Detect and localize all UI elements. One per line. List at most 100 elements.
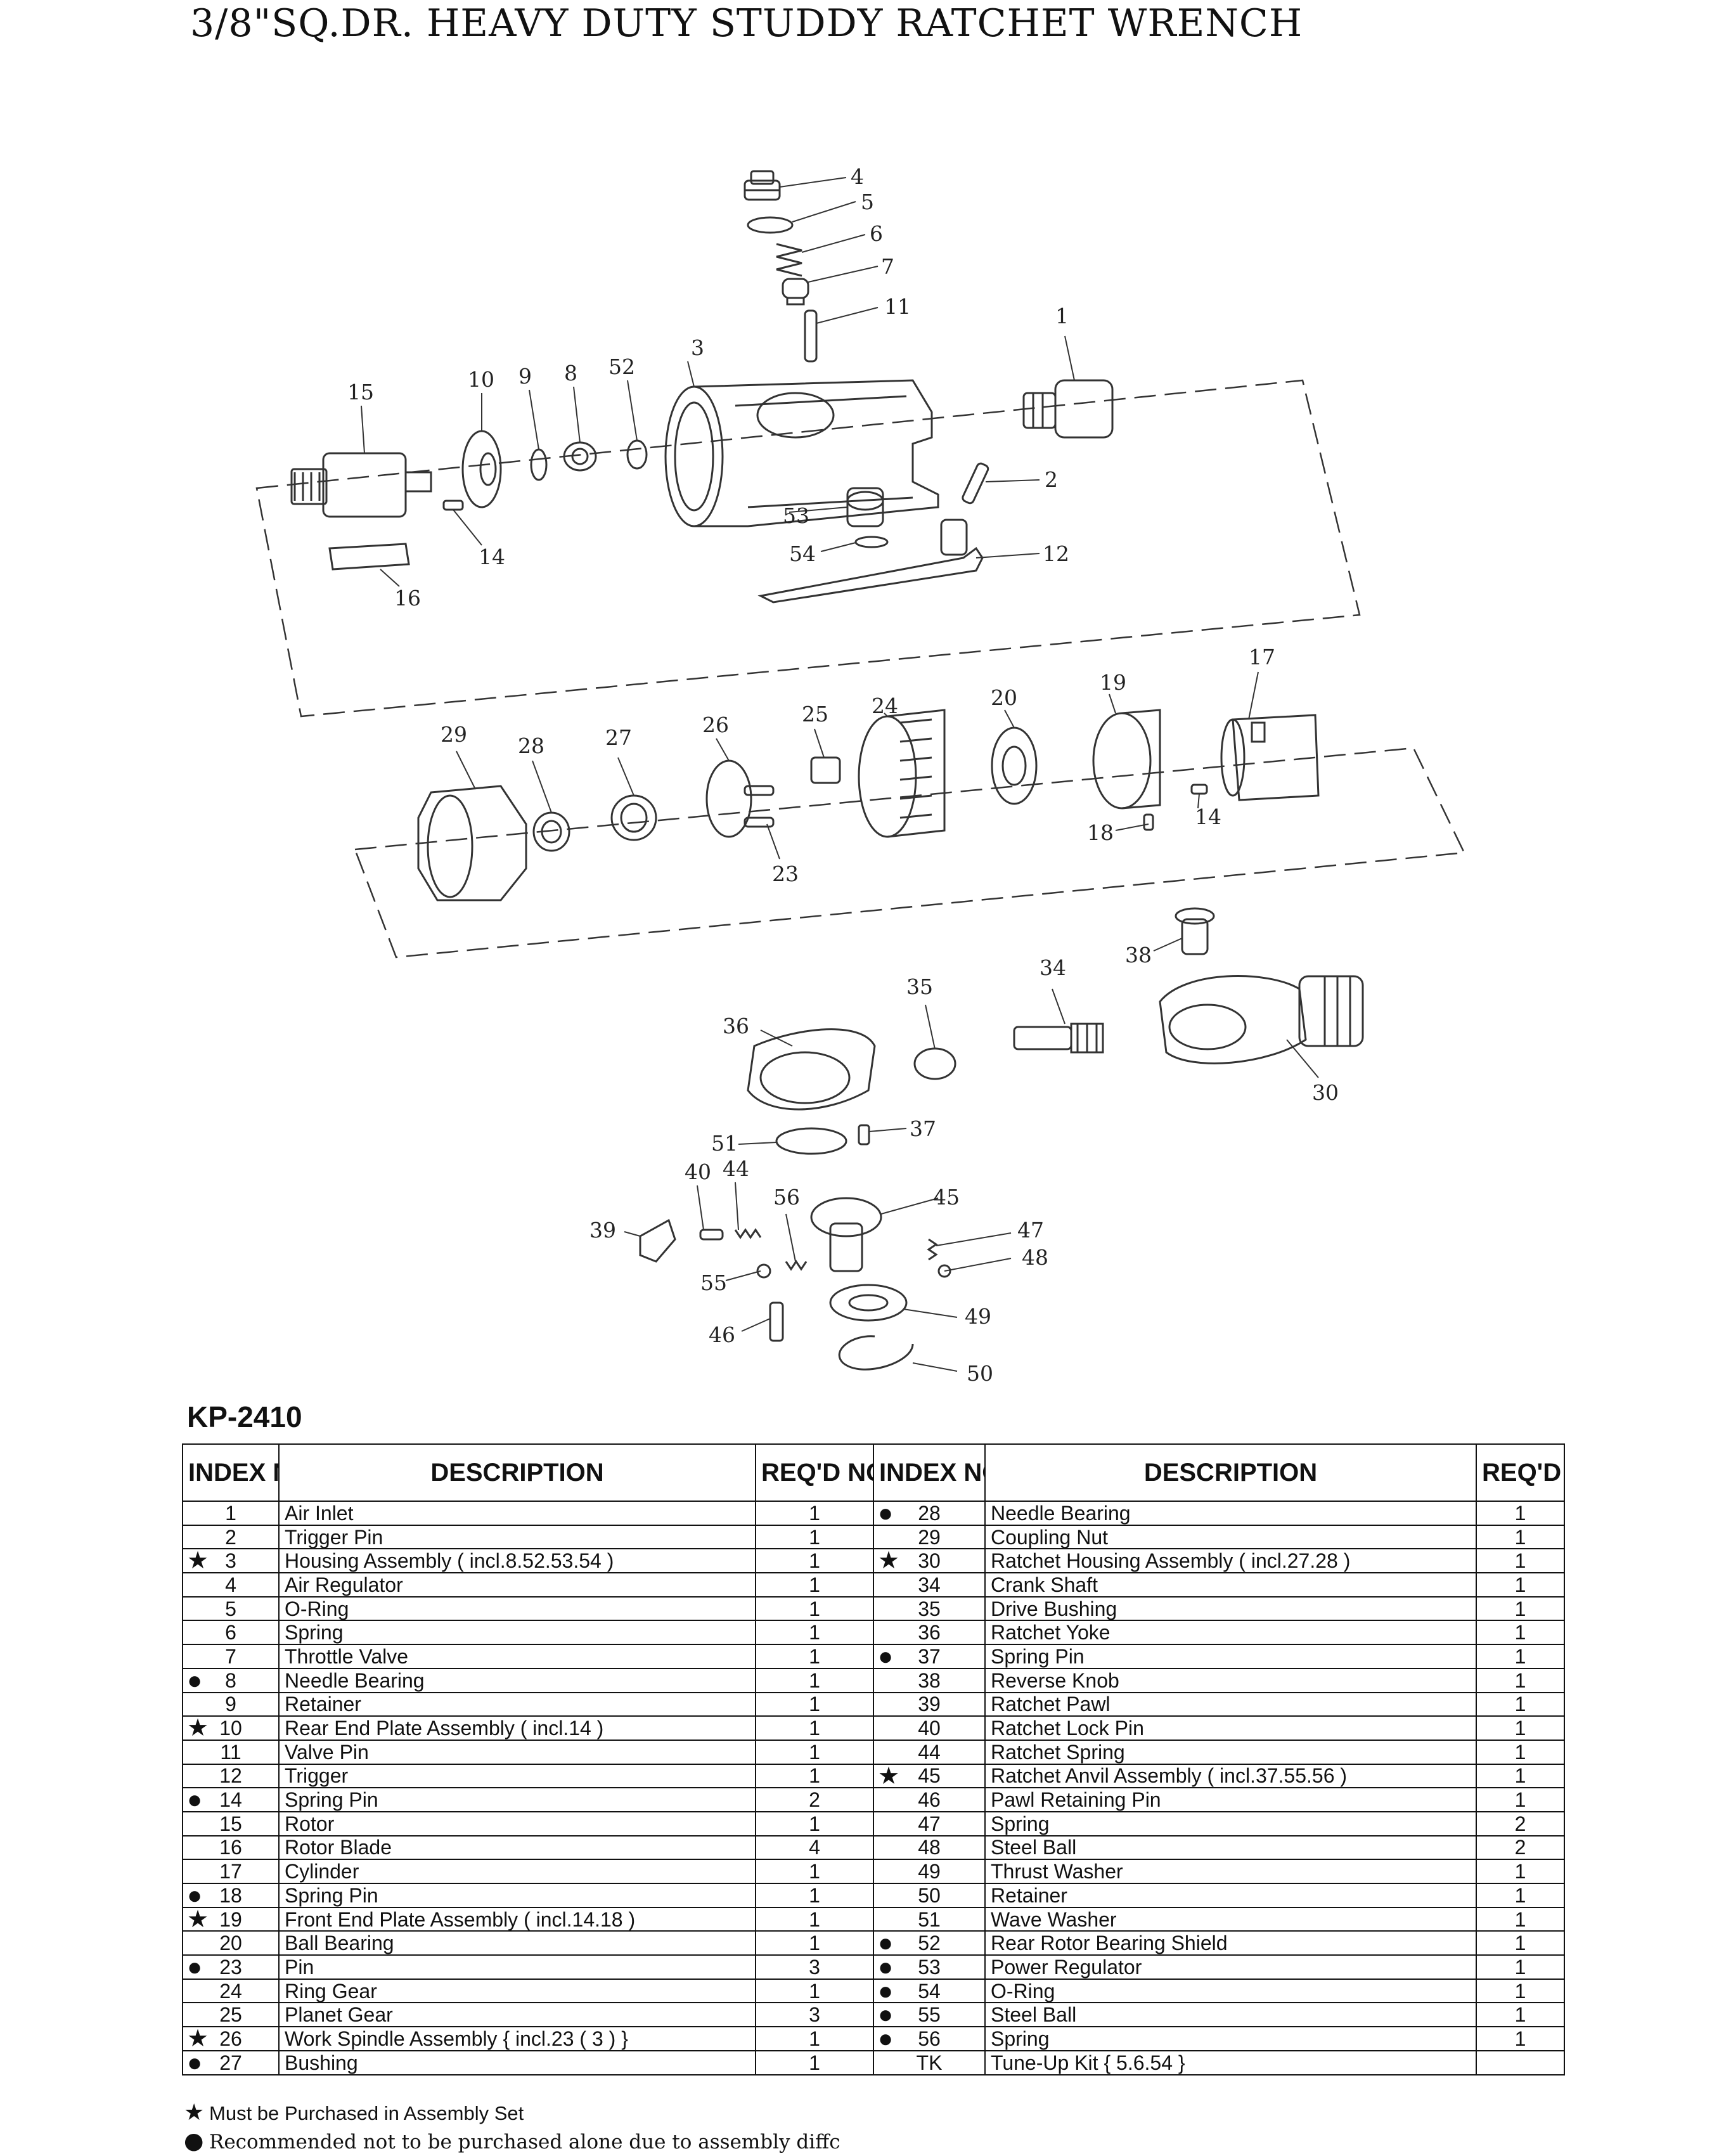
index-cell-left: ●27 (182, 2049, 280, 2075)
qty-cell-right: 1 (1476, 1978, 1565, 2004)
callout-9: 9 (518, 364, 532, 389)
part-throttle-valve (782, 278, 809, 306)
description-cell-right: Pawl Retaining Pin (984, 1787, 1477, 1812)
description-cell-left: Spring (278, 1620, 756, 1646)
part-bushing-27 (610, 794, 657, 841)
header-reqd-left: REQ'D NO. (755, 1443, 874, 1502)
dot-icon: ● (878, 1644, 894, 1669)
part-ratchet-housing (1159, 975, 1364, 1064)
callout-51: 51 (711, 1131, 738, 1156)
callout-2: 2 (1045, 467, 1058, 492)
part-planet-gear (810, 756, 841, 784)
qty-cell-right: 1 (1476, 1548, 1565, 1574)
qty-cell-right: 1 (1476, 1596, 1565, 1622)
description-cell-left: Retainer (278, 1691, 756, 1717)
callout-56: 56 (773, 1185, 800, 1210)
qty-cell-left: 1 (755, 1715, 874, 1741)
description-cell-right: Crank Shaft (984, 1572, 1477, 1598)
index-cell-left: 2 (182, 1524, 280, 1550)
qty-cell-left: 1 (755, 2049, 874, 2075)
callout-17: 17 (1249, 645, 1275, 669)
part-ratchet-pawl (639, 1218, 676, 1263)
qty-cell-left: 1 (755, 1930, 874, 1956)
description-cell-left: Pin (278, 1954, 756, 1980)
qty-cell-right: 1 (1476, 1763, 1565, 1789)
description-cell-left: Bushing (278, 2049, 756, 2075)
description-cell-left: Front End Plate Assembly ( incl.14.18 ) (278, 1906, 756, 1932)
dot-note: ●Recommended not to be purchased alone d… (184, 2128, 840, 2154)
qty-cell-right: 1 (1476, 1859, 1565, 1884)
description-cell-right: Spring (984, 2026, 1477, 2051)
dot-icon: ● (878, 2027, 894, 2051)
part-spring-56 (785, 1260, 808, 1271)
callout-55: 55 (700, 1270, 727, 1295)
qty-cell-right: 1 (1476, 1572, 1565, 1598)
part-air-regulator (744, 170, 781, 201)
qty-cell-right: 1 (1476, 1954, 1565, 1980)
index-cell-right: 36 (873, 1620, 986, 1646)
description-cell-left: Housing Assembly ( incl.8.52.53.54 ) (278, 1548, 756, 1574)
part-ratchet-yoke (747, 1028, 876, 1111)
dot-icon: ● (187, 1788, 203, 1812)
description-cell-left: Rotor (278, 1811, 756, 1836)
qty-cell-left: 3 (755, 2002, 874, 2028)
qty-cell-right: 1 (1476, 2026, 1565, 2051)
group-box-housing (255, 379, 1361, 718)
callout-39: 39 (589, 1218, 616, 1243)
part-housing (664, 379, 939, 527)
index-cell-left: 6 (182, 1620, 280, 1646)
part-spring-pin-14b (1190, 784, 1208, 795)
callout-3: 3 (691, 335, 704, 360)
index-cell-left: ★10 (182, 1715, 280, 1741)
callout-34: 34 (1040, 955, 1066, 980)
part-retainer-50 (838, 1335, 914, 1371)
index-cell-left: 24 (182, 1978, 280, 2004)
qty-cell-right: 1 (1476, 1883, 1565, 1908)
index-cell-right: ●52 (873, 1930, 986, 1956)
callout-53: 53 (783, 503, 809, 528)
qty-cell-right (1476, 2049, 1565, 2075)
description-cell-right: O-Ring (984, 1978, 1477, 2004)
callout-14-bottom: 14 (1195, 804, 1221, 829)
part-spring-pin-14a (442, 500, 464, 511)
description-cell-left: Needle Bearing (278, 1667, 756, 1693)
part-spring (776, 243, 802, 277)
callout-8: 8 (564, 361, 577, 385)
part-rear-shield (626, 439, 648, 470)
index-cell-right: 35 (873, 1596, 986, 1622)
qty-cell-right: 1 (1476, 1739, 1565, 1765)
description-cell-left: Ring Gear (278, 1978, 756, 2004)
description-cell-right: Rear Rotor Bearing Shield (984, 1930, 1477, 1956)
part-drive-bushing (913, 1047, 956, 1080)
description-cell-left: Rear End Plate Assembly ( incl.14 ) (278, 1715, 756, 1741)
star-icon: ★ (878, 1764, 900, 1788)
description-cell-right: Ratchet Lock Pin (984, 1715, 1477, 1741)
index-cell-right: 48 (873, 1835, 986, 1861)
index-cell-left: 4 (182, 1572, 280, 1598)
header-index-right: INDEX NO. (873, 1443, 986, 1502)
part-ball-bearing (991, 726, 1038, 805)
description-cell-left: Work Spindle Assembly { incl.23 ( 3 ) } (278, 2026, 756, 2051)
star-icon: ★ (187, 1716, 209, 1740)
parts-table: INDEX NO. DESCRIPTION REQ'D NO. INDEX NO… (182, 1443, 1565, 2075)
description-cell-left: Air Regulator (278, 1572, 756, 1598)
parts-table-header: INDEX NO. DESCRIPTION REQ'D NO. INDEX NO… (182, 1443, 1565, 1502)
callout-24: 24 (872, 694, 898, 718)
description-cell-right: Steel Ball (984, 1835, 1477, 1861)
dot-icon: ● (878, 1931, 894, 1956)
index-cell-right: ●54 (873, 1978, 986, 2004)
index-cell-left: 1 (182, 1501, 280, 1526)
callout-11: 11 (884, 294, 911, 319)
description-cell-right: Reverse Knob (984, 1667, 1477, 1693)
part-wave-washer (775, 1127, 847, 1155)
